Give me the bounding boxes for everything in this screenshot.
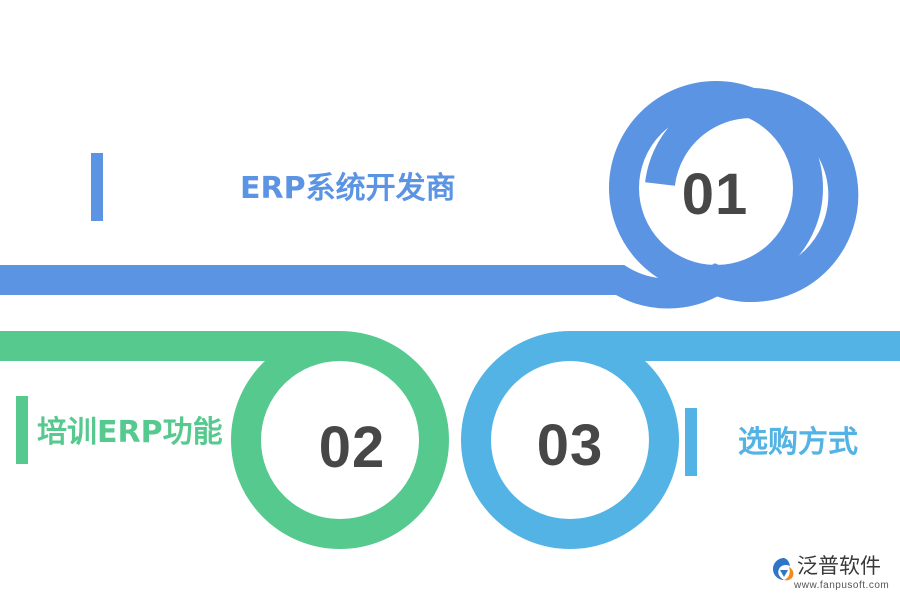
step-label-02: 培训ERP功能 bbox=[37, 415, 223, 450]
ring-03 bbox=[461, 331, 679, 549]
step-label-03: 选购方式 bbox=[738, 425, 858, 460]
step-number-01: 01 bbox=[681, 162, 749, 227]
step-number-03: 03 bbox=[536, 413, 604, 478]
accent-bar-03 bbox=[685, 408, 697, 476]
brand-logo: 泛普软件 www.fanpusoft.com bbox=[770, 553, 896, 597]
brand-url: www.fanpusoft.com bbox=[794, 580, 890, 591]
step-label-01: ERP系统开发商 bbox=[240, 171, 456, 206]
brand-name: 泛普软件 bbox=[797, 554, 881, 578]
ring-01 bbox=[609, 81, 823, 295]
fanpu-logo-icon bbox=[773, 558, 794, 581]
ring-02 bbox=[231, 331, 449, 549]
accent-bar-01 bbox=[91, 153, 103, 221]
accent-bar-02 bbox=[16, 396, 28, 464]
step-number-02: 02 bbox=[318, 415, 386, 480]
